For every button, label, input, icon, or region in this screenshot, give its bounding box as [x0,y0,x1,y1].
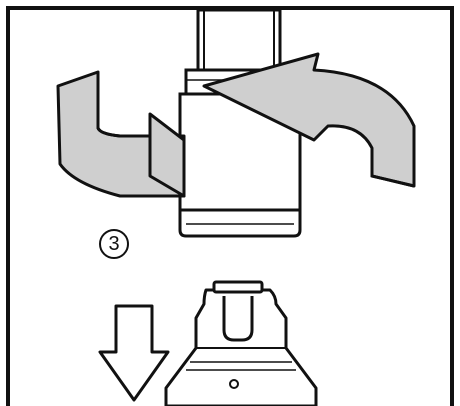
lower-cap [164,280,318,406]
step-number-label: 3 [99,229,129,259]
rotate-arrows-icon [56,52,416,198]
upper-shaft [196,8,282,74]
frame-border [6,6,454,406]
arrow-down-icon [98,304,170,402]
